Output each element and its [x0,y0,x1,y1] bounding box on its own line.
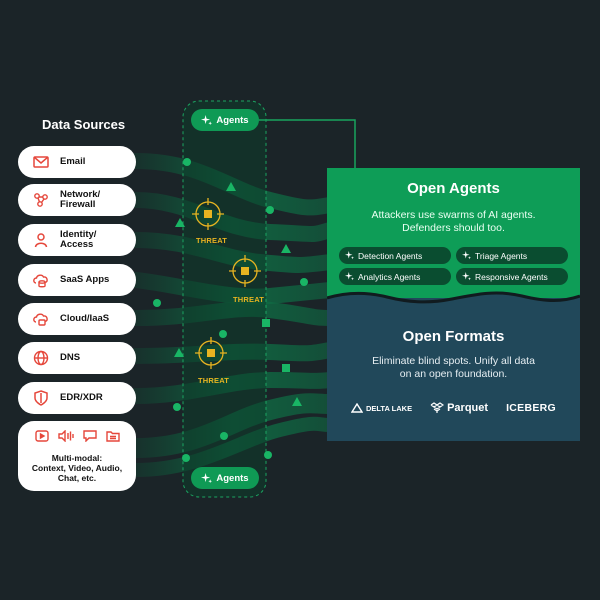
agents-bottom-label: Agents [216,472,249,484]
source-network[interactable]: Network/ Firewall [18,184,136,216]
video-icon [34,429,49,447]
folder-icon [105,429,120,447]
cloud-server-icon [32,310,50,328]
threat-target-icon [229,255,261,287]
tag-detection-agents[interactable]: Detection Agents [339,247,451,264]
iceberg-logo: ICEBERG [506,402,557,414]
agents-top-button[interactable]: Agents [191,109,259,131]
threat-label: THREAT [198,376,230,385]
source-email[interactable]: Email [18,146,136,178]
open-agents-panel: Open Agents Attackers use swarms of AI a… [327,168,580,298]
open-formats-title: Open Formats [402,328,505,345]
agent-column [182,100,267,498]
data-sources-title: Data Sources [42,117,126,132]
agents-connector-line [259,119,356,168]
source-dns[interactable]: DNS [18,342,136,374]
sparkle-icon [345,272,354,281]
open-formats-panel: Open Formats Eliminate blind spots. Unif… [327,298,580,441]
sparkle-icon [201,472,213,483]
audio-icon [57,429,74,447]
threat-label: THREAT [196,236,228,245]
source-label: DNS [60,351,81,363]
agents-bottom-button[interactable]: Agents [191,467,259,489]
multimodal-label: Multi-modal: Context, Video, Audio, Chat… [31,453,123,483]
sparkle-icon [462,272,471,281]
source-label: Identity/ Access [60,228,97,250]
source-identity[interactable]: Identity/ Access [18,224,136,256]
shield-icon [32,389,50,407]
source-multimodal[interactable]: Multi-modal: Context, Video, Audio, Chat… [18,421,136,491]
flow-markers [153,158,308,462]
source-label: SaaS Apps [60,273,110,285]
source-cloud[interactable]: Cloud/IaaS [18,303,136,335]
format-logos: DELTA LAKE Parquet ICEBERG [327,402,580,414]
delta-lake-logo: DELTA LAKE [350,403,412,413]
email-icon [32,153,50,171]
network-icon [32,191,50,209]
source-label: EDR/XDR [60,391,103,403]
source-saas[interactable]: SaaS Apps [18,264,136,296]
open-agents-subtitle: Attackers use swarms of AI agents. Defen… [371,209,536,234]
agents-top-label: Agents [216,114,249,126]
cloud-database-icon [32,271,50,289]
source-edr[interactable]: EDR/XDR [18,382,136,414]
source-label: Email [60,155,86,167]
parquet-logo: Parquet [430,402,488,414]
multimodal-icons [34,429,120,447]
sparkle-icon [201,114,213,125]
sparkle-icon [462,251,471,260]
delta-lake-icon [350,403,363,413]
threat-target-icon [195,337,227,369]
parquet-icon [430,402,445,413]
globe-icon [32,349,50,367]
chat-icon [82,429,97,447]
threat-target-icon [192,198,224,230]
source-label: Network/ Firewall [60,188,101,210]
source-label: Cloud/IaaS [60,312,110,324]
sparkle-icon [345,251,354,260]
tag-analytics-agents[interactable]: Analytics Agents [339,268,451,285]
tag-triage-agents[interactable]: Triage Agents [456,247,568,264]
tag-responsive-agents[interactable]: Responsive Agents [456,268,568,285]
threat-label: THREAT [233,295,265,304]
open-formats-subtitle: Eliminate blind spots. Unify all data on… [372,355,535,380]
wave-divider [327,291,580,310]
agent-tags: Detection Agents Triage Agents Analytics… [339,247,569,285]
open-agents-title: Open Agents [407,180,500,197]
user-icon [32,231,50,249]
